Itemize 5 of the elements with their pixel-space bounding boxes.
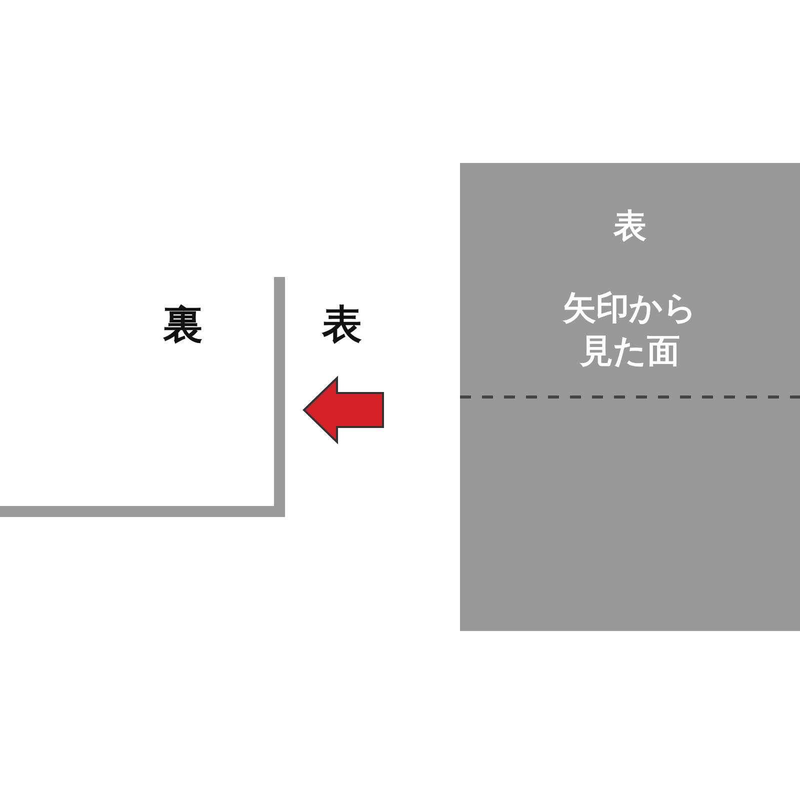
side-label: 表: [322, 302, 362, 348]
panel: [460, 163, 800, 631]
panel-caption: 矢印から見た面: [562, 287, 698, 372]
side-label: 裏: [163, 302, 203, 348]
panel-heading: 表: [614, 207, 646, 244]
